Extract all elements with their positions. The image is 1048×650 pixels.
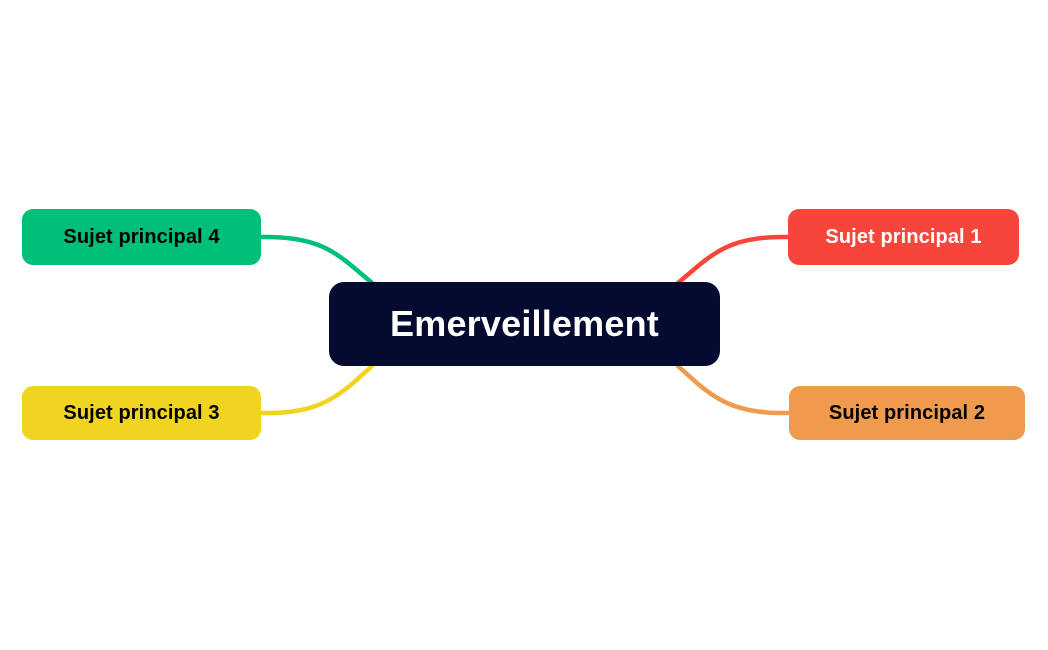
connector-topic-2 [675,363,792,416]
connector-topic-4 [258,234,375,286]
central-node-label: Emerveillement [390,303,659,345]
branch-node-topic-1[interactable]: Sujet principal 1 [788,209,1019,265]
branch-node-topic-1-label: Sujet principal 1 [825,226,982,248]
connector-topic-3 [258,363,375,416]
branch-node-topic-4[interactable]: Sujet principal 4 [22,209,261,265]
central-node[interactable]: Emerveillement [329,282,720,366]
branch-node-topic-4-label: Sujet principal 4 [63,226,220,248]
branch-node-topic-3[interactable]: Sujet principal 3 [22,386,261,440]
branch-node-topic-3-label: Sujet principal 3 [63,402,220,424]
branch-node-topic-2-label: Sujet principal 2 [828,402,986,424]
branch-node-topic-2[interactable]: Sujet principal 2 [789,386,1025,440]
connector-topic-1 [675,234,791,286]
